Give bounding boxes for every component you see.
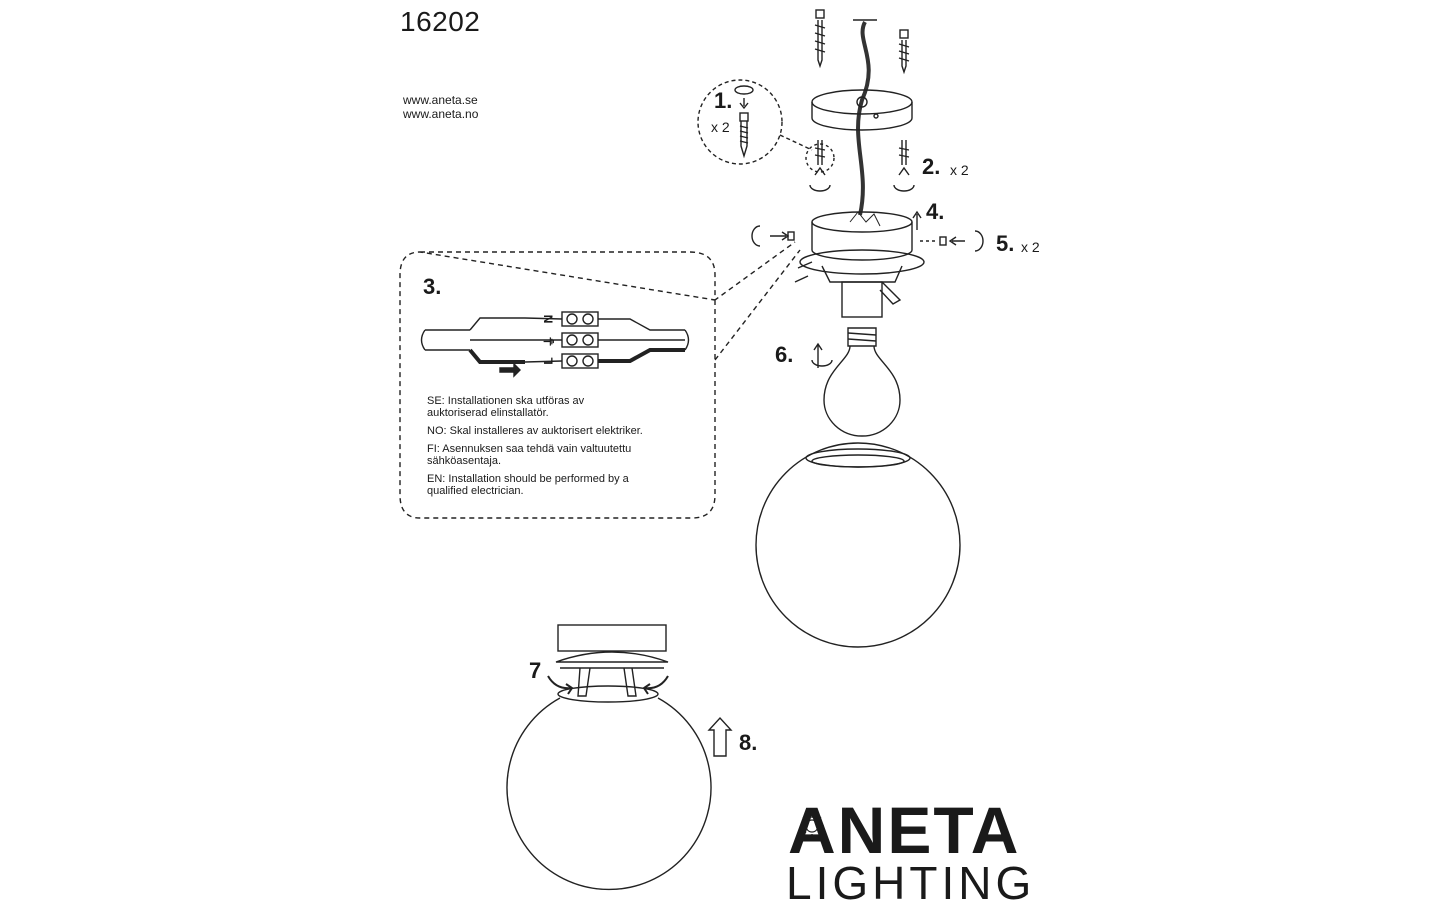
step-5-qty: x 2: [1021, 239, 1040, 255]
warning-fi: FI: Asennuksen saa tehdä vain valtuutett…: [427, 443, 632, 467]
step-8-label: 8.: [739, 730, 758, 755]
rotate-arrow-icon: [811, 342, 833, 368]
step-2-qty: x 2: [950, 162, 969, 178]
mains-cable: [420, 317, 525, 364]
warning-no: NO: Skal installeres av auktorisert elek…: [427, 425, 643, 437]
wiring-callout: [399, 241, 796, 519]
step-1-qty: x 2: [711, 119, 730, 135]
wall-plug-right-icon: [898, 29, 910, 75]
warning-en: EN: Installation should be performed by …: [427, 473, 629, 497]
model-number: 16202: [400, 6, 481, 37]
lamp-cable: [598, 318, 690, 363]
glass-globe: [755, 442, 961, 648]
screw-detail-callout: [697, 79, 783, 165]
side-screw-right-icon: [920, 230, 984, 252]
step-4-label: 4.: [926, 199, 945, 224]
terminal-earth-label: ⏚: [542, 335, 557, 348]
washer-icon: [734, 85, 754, 95]
website-no: www.aneta.no: [403, 107, 479, 121]
ceiling-cup: [794, 211, 925, 318]
safety-warnings: SE: Installationen ska utföras av auktor…: [427, 395, 687, 503]
lamp-socket: [841, 281, 883, 318]
step-5-label: 5.: [996, 231, 1015, 256]
mounting-plate: [811, 89, 913, 131]
aneta-logo-icon: [800, 814, 824, 838]
step-1-label: 1.: [714, 88, 733, 113]
right-arrow-icon: [499, 362, 521, 378]
light-bulb: [823, 327, 901, 437]
step-7-label: 7: [529, 658, 542, 683]
warning-se: SE: Installationen ska utföras av auktor…: [427, 395, 585, 419]
terminal-n-label: N: [541, 314, 556, 324]
screw-icon: [739, 112, 749, 122]
step-2-label: 2.: [922, 154, 941, 179]
up-arrow-icon: [912, 210, 922, 230]
step-3-label: 3.: [423, 274, 442, 299]
brand-subtitle: LIGHTING: [786, 857, 1036, 909]
assembled-lamp: [506, 624, 712, 891]
plate-screw-right-icon: [893, 140, 915, 192]
terminal-l-label: L: [541, 357, 556, 365]
plate-screw-left-icon: [809, 140, 831, 192]
wall-plug-left-icon: [814, 9, 826, 69]
brand-name: ANETA: [788, 793, 1021, 867]
terminal-block: [561, 311, 599, 369]
up-arrow-large-icon: [707, 716, 733, 757]
side-screw-left-icon: [751, 225, 795, 247]
website-se: www.aneta.se: [403, 93, 478, 107]
step-6-label: 6.: [775, 342, 794, 367]
ceiling-cable: [856, 21, 871, 216]
